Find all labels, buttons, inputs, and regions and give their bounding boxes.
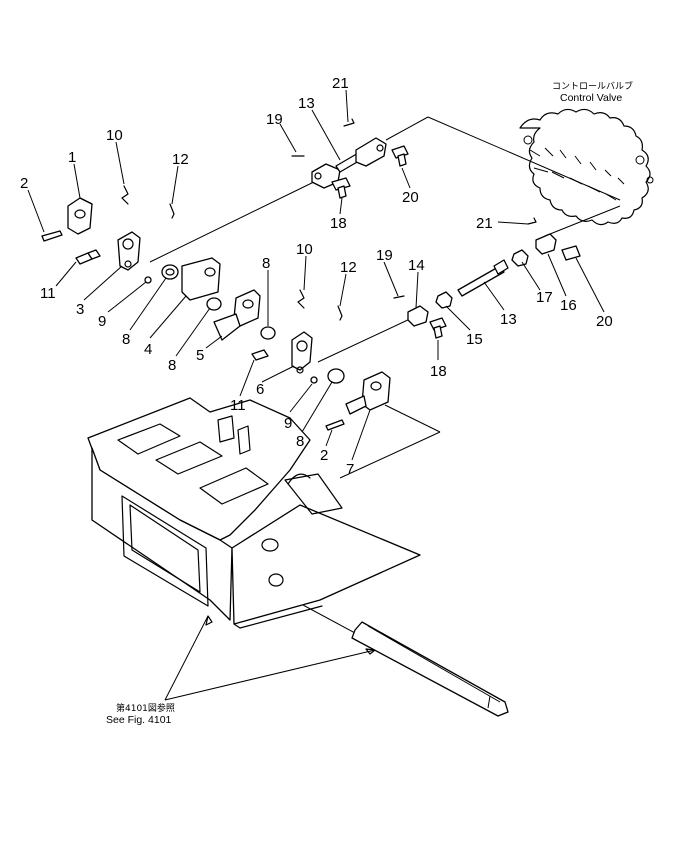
callout-20-right: 20: [596, 313, 613, 330]
callout-1: 1: [68, 149, 76, 166]
callout-11-mid: 11: [230, 397, 246, 414]
bolt-11-mid: [251, 349, 269, 361]
callout-9-right: 9: [284, 415, 292, 432]
bracket-5: [213, 289, 261, 341]
block-16: [535, 233, 557, 255]
callout-15: 15: [466, 331, 483, 348]
callout-5: 5: [196, 347, 204, 364]
shaft: [351, 621, 509, 717]
callout-8-c: 8: [262, 255, 270, 272]
callout-8-a: 8: [122, 331, 130, 348]
see-fig-caption-en: See Fig. 4101: [106, 714, 172, 726]
callout-13-right: 13: [500, 311, 517, 328]
lever-6: [291, 331, 313, 374]
callout-18-mid: 18: [430, 363, 447, 380]
callout-10-left: 10: [106, 127, 123, 144]
block-14: [407, 305, 429, 327]
pin-2-lower: [325, 419, 345, 431]
callout-7: 7: [346, 461, 354, 478]
callout-2: 2: [20, 175, 28, 192]
callout-8-d: 8: [296, 433, 304, 450]
callout-8-b: 8: [168, 357, 176, 374]
callout-4: 4: [144, 341, 152, 358]
control-valve-caption-en: Control Valve: [560, 92, 622, 104]
leader-lines: [149, 116, 621, 701]
pin-2: [41, 230, 63, 242]
control-valve-caption-jp: コントロールバルブ: [552, 80, 633, 92]
rod-13-right: [457, 259, 509, 297]
bushing-8-lower: [327, 368, 345, 384]
callout-21-top: 21: [332, 75, 349, 92]
lever-bracket-1: [67, 197, 93, 235]
nut-17: [511, 249, 529, 267]
pin-12-left: [169, 203, 175, 219]
bracket-7: [345, 371, 391, 415]
lever-3: [117, 231, 141, 271]
callout-12-left: 12: [172, 151, 189, 168]
callout-20-top: 20: [402, 189, 419, 206]
bushing-8-mid: [206, 297, 222, 311]
bolt-18-mid: [429, 317, 447, 339]
callout-13-top: 13: [298, 95, 315, 112]
callout-leaders: [27, 89, 605, 461]
callout-3: 3: [76, 301, 84, 318]
bushing-8-left: [161, 264, 179, 280]
clip-21-right: [527, 217, 537, 225]
cotter-pin-10-left: [121, 185, 129, 205]
bolt-11-left: [75, 249, 101, 265]
callout-2-lower: 2: [320, 447, 328, 464]
callout-17: 17: [536, 289, 553, 306]
clip-19-mid: [393, 295, 405, 299]
control-valve-drawing: [519, 108, 654, 226]
callout-6: 6: [256, 381, 264, 398]
bolt-20-right: [561, 245, 581, 261]
callout-18-top: 18: [330, 215, 347, 232]
washer-9-left: [144, 276, 152, 284]
frame-body: [87, 397, 421, 629]
pin-12-right: [337, 305, 343, 321]
bracket-4: [181, 257, 221, 301]
rod-end-13-top: [311, 137, 387, 189]
nut-15: [435, 291, 453, 309]
callout-numbers: 1 2 10 12 11 3 9 8 4 8 5 8 10 12 11 6 9 …: [20, 75, 613, 478]
callout-19-top: 19: [266, 111, 283, 128]
clip-21-top: [343, 118, 355, 127]
callout-11-left: 11: [40, 285, 56, 302]
see-fig-caption-jp: 第4101図参照: [116, 702, 175, 714]
washer-9-right: [310, 376, 318, 384]
cotter-pin-10-right: [297, 289, 305, 309]
bolt-20-top: [391, 145, 409, 167]
callout-9-left: 9: [98, 313, 106, 330]
callout-21-right: 21: [476, 215, 493, 232]
callout-14: 14: [408, 257, 425, 274]
callout-16: 16: [560, 297, 577, 314]
bushing-8-right: [260, 326, 276, 340]
bolt-18-top: [331, 177, 351, 199]
callout-12-right: 12: [340, 259, 357, 276]
callout-19-mid: 19: [376, 247, 393, 264]
callout-10-right: 10: [296, 241, 313, 258]
